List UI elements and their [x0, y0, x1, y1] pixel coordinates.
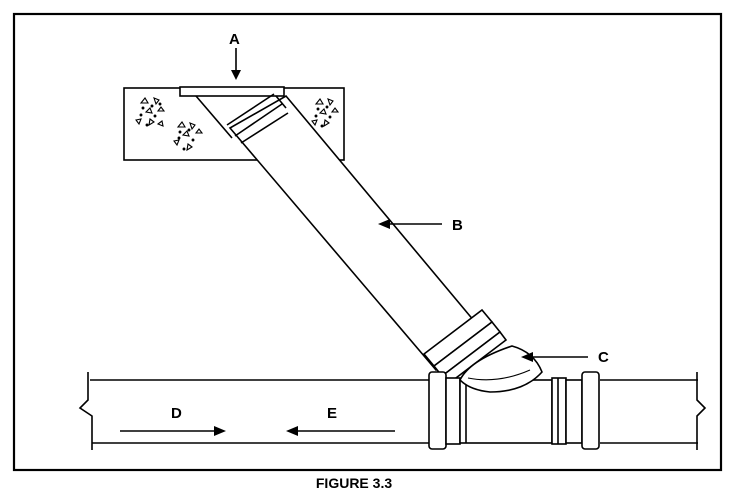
label-a: A	[229, 31, 240, 48]
bearing-plate	[179, 86, 285, 97]
label-e: E	[327, 405, 337, 422]
arrow-a	[231, 48, 241, 80]
label-c: C	[598, 349, 609, 366]
arrow-e	[286, 426, 395, 436]
pipe-break-right	[696, 372, 707, 450]
concrete-aggregate-texture	[135, 97, 340, 152]
pipe-break-left	[78, 372, 93, 450]
label-d: D	[171, 405, 182, 422]
arrow-c	[521, 352, 588, 362]
figure-caption: FIGURE 3.3	[316, 475, 392, 491]
arrow-b	[378, 219, 442, 229]
branch-pipe	[195, 93, 508, 386]
label-b: B	[452, 217, 463, 234]
main-pipe	[90, 379, 698, 444]
arrow-d	[120, 426, 226, 436]
tee-fitting	[428, 345, 600, 450]
